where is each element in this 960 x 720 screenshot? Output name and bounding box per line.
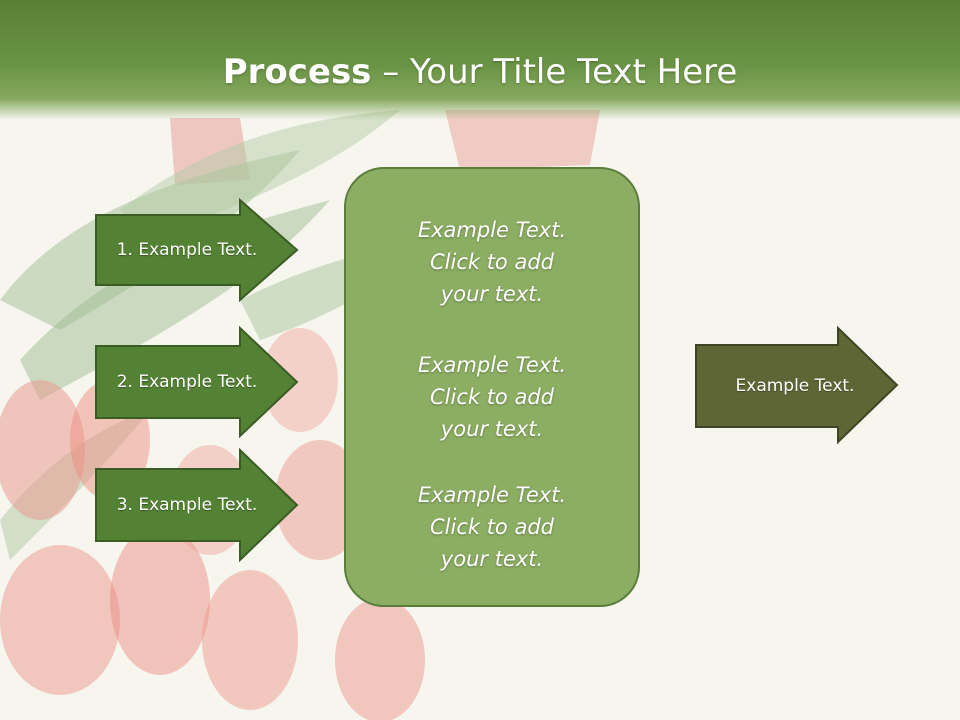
block-line: your text. — [440, 547, 544, 571]
arrow-shape — [695, 326, 899, 444]
block-line: Example Text. — [417, 353, 567, 377]
input-arrow-3[interactable]: 3. Example Text. — [94, 448, 300, 562]
arrow-shape — [95, 448, 299, 562]
process-text-block[interactable]: Example Text. Click to add your text. — [346, 214, 638, 310]
arrow-shape — [95, 198, 299, 302]
title-rest: – Your Title Text Here — [371, 52, 738, 92]
input-arrow-label: 1. Example Text. — [116, 240, 258, 260]
block-line: Click to add — [429, 385, 554, 409]
input-arrow-2[interactable]: 2. Example Text. — [94, 326, 300, 438]
arrow-shape — [95, 326, 299, 438]
title-bold: Process — [222, 52, 372, 92]
process-text-block[interactable]: Example Text. Click to add your text. — [346, 479, 638, 575]
process-box[interactable]: Example Text. Click to add your text. Ex… — [344, 167, 640, 607]
output-arrow[interactable]: Example Text. — [694, 326, 900, 444]
input-arrow-1[interactable]: 1. Example Text. — [94, 198, 300, 302]
slide-title[interactable]: Process – Your Title Text Here — [0, 52, 960, 92]
input-arrow-label: 2. Example Text. — [116, 372, 258, 392]
process-text-block[interactable]: Example Text. Click to add your text. — [346, 349, 638, 445]
output-arrow-label: Example Text. — [735, 376, 855, 396]
block-line: Click to add — [429, 515, 554, 539]
title-bar — [0, 0, 960, 120]
block-line: Example Text. — [417, 483, 567, 507]
block-line: Click to add — [429, 250, 554, 274]
block-line: your text. — [440, 417, 544, 441]
input-arrow-label: 3. Example Text. — [116, 495, 258, 515]
block-line: Example Text. — [417, 218, 567, 242]
block-line: your text. — [440, 282, 544, 306]
